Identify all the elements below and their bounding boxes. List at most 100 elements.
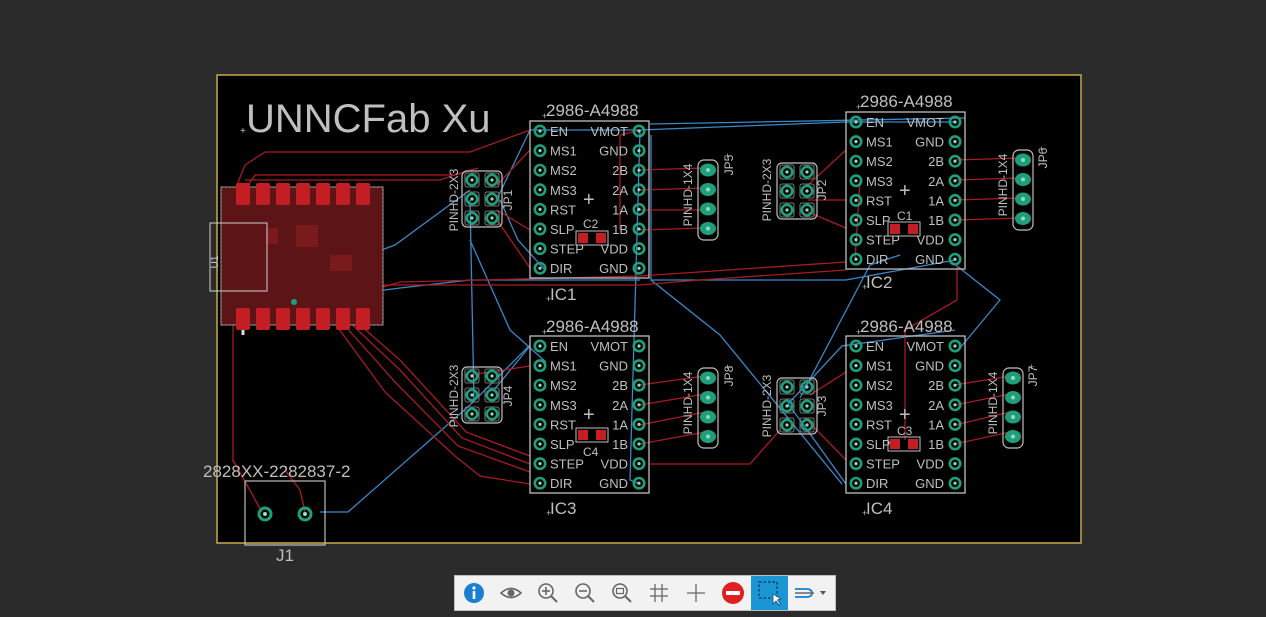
zoom-in-button[interactable] <box>529 576 566 610</box>
driver-pad-left[interactable] <box>533 261 547 275</box>
header-pad[interactable] <box>800 203 814 217</box>
mark-button[interactable] <box>677 576 714 610</box>
driver-pad-left[interactable] <box>533 437 547 451</box>
header-pad[interactable] <box>465 173 479 187</box>
header-pad[interactable] <box>780 165 794 179</box>
driver-pad-left[interactable] <box>849 339 863 353</box>
driver-pad-left[interactable] <box>849 193 863 207</box>
driver-ic4[interactable]: 2986-A4988IC4++ENMS1MS2MS3RSTSLPSTEPDIRV… <box>845 317 966 518</box>
header-pad[interactable] <box>800 184 814 198</box>
power-connector-j1[interactable]: 2828XX-2282837-2 J1 <box>203 462 350 565</box>
driver-pad-left[interactable] <box>533 457 547 471</box>
select-button[interactable] <box>751 576 788 610</box>
header-pad[interactable] <box>800 380 814 394</box>
header-pad[interactable] <box>780 380 794 394</box>
capacitor-c3[interactable]: C3 <box>887 424 921 452</box>
view-button[interactable] <box>492 576 529 610</box>
driver-pad-right[interactable] <box>948 437 962 451</box>
driver-pad-left[interactable] <box>849 457 863 471</box>
driver-pad-right[interactable] <box>948 154 962 168</box>
header-pad[interactable] <box>780 203 794 217</box>
capacitor-c1[interactable]: C1 <box>887 209 921 237</box>
driver-pad-right[interactable] <box>948 174 962 188</box>
header-pad[interactable] <box>485 173 499 187</box>
driver-pad-left[interactable] <box>849 115 863 129</box>
driver-pad-right[interactable] <box>632 457 646 471</box>
driver-ic2[interactable]: 2986-A4988IC2++ENMS1MS2MS3RSTSLPSTEPDIRV… <box>845 92 966 292</box>
driver-pad-left[interactable] <box>533 242 547 256</box>
zoom-out-button[interactable] <box>566 576 603 610</box>
driver-pad-left[interactable] <box>849 154 863 168</box>
header-pad[interactable] <box>485 369 499 383</box>
driver-pad-right[interactable] <box>632 476 646 490</box>
stop-button[interactable] <box>714 576 751 610</box>
driver-pad-left[interactable] <box>849 252 863 266</box>
header-pad[interactable] <box>780 418 794 432</box>
driver-pad-right[interactable] <box>632 163 646 177</box>
header-pad[interactable] <box>465 192 479 206</box>
driver-pad-left[interactable] <box>849 476 863 490</box>
driver-pad-right[interactable] <box>632 359 646 373</box>
driver-pad-left[interactable] <box>849 135 863 149</box>
header-pad[interactable] <box>485 211 499 225</box>
driver-pad-left[interactable] <box>849 417 863 431</box>
driver-pad-left[interactable] <box>533 417 547 431</box>
usb-module-u1[interactable]: U1 <box>209 183 384 335</box>
driver-pad-right[interactable] <box>632 417 646 431</box>
driver-pad-left[interactable] <box>533 339 547 353</box>
header-pad[interactable] <box>485 407 499 421</box>
driver-pad-left[interactable] <box>533 359 547 373</box>
driver-pad-right[interactable] <box>948 252 962 266</box>
driver-pad-left[interactable] <box>533 183 547 197</box>
driver-pad-left[interactable] <box>533 378 547 392</box>
header-pad[interactable] <box>485 192 499 206</box>
capacitor-c2[interactable]: C2 <box>575 217 609 246</box>
driver-pad-right[interactable] <box>632 398 646 412</box>
driver-pad-right[interactable] <box>948 417 962 431</box>
driver-pad-right[interactable] <box>632 202 646 216</box>
header-pad[interactable] <box>465 407 479 421</box>
header-pad[interactable] <box>800 418 814 432</box>
header-pad[interactable] <box>780 399 794 413</box>
driver-pad-right[interactable] <box>632 378 646 392</box>
driver-pad-left[interactable] <box>849 378 863 392</box>
driver-pad-left[interactable] <box>533 202 547 216</box>
driver-ic3[interactable]: 2986-A4988IC3++ENMS1MS2MS3RSTSLPSTEPDIRV… <box>529 317 650 518</box>
driver-pad-right[interactable] <box>632 222 646 236</box>
driver-pad-left[interactable] <box>849 437 863 451</box>
driver-pad-left[interactable] <box>849 233 863 247</box>
info-button[interactable] <box>455 576 492 610</box>
driver-pad-right[interactable] <box>948 213 962 227</box>
driver-pad-right[interactable] <box>948 457 962 471</box>
route-dropdown-button[interactable] <box>788 576 835 610</box>
driver-pad-right[interactable] <box>948 233 962 247</box>
driver-pad-right[interactable] <box>948 193 962 207</box>
driver-pad-right[interactable] <box>632 124 646 138</box>
header-pad[interactable] <box>800 165 814 179</box>
driver-pad-right[interactable] <box>948 339 962 353</box>
driver-pad-left[interactable] <box>849 174 863 188</box>
driver-pad-right[interactable] <box>948 398 962 412</box>
zoom-fit-button[interactable] <box>603 576 640 610</box>
driver-pad-right[interactable] <box>632 261 646 275</box>
driver-pad-right[interactable] <box>632 183 646 197</box>
driver-pad-right[interactable] <box>632 339 646 353</box>
driver-pad-left[interactable] <box>849 213 863 227</box>
header-pad[interactable] <box>485 388 499 402</box>
header-pad[interactable] <box>465 388 479 402</box>
driver-pad-right[interactable] <box>948 135 962 149</box>
header-pad[interactable] <box>780 184 794 198</box>
driver-pad-left[interactable] <box>533 476 547 490</box>
driver-pad-right[interactable] <box>632 437 646 451</box>
driver-pad-right[interactable] <box>948 359 962 373</box>
capacitor-c4[interactable]: C4 <box>575 427 609 459</box>
driver-pad-right[interactable] <box>948 378 962 392</box>
